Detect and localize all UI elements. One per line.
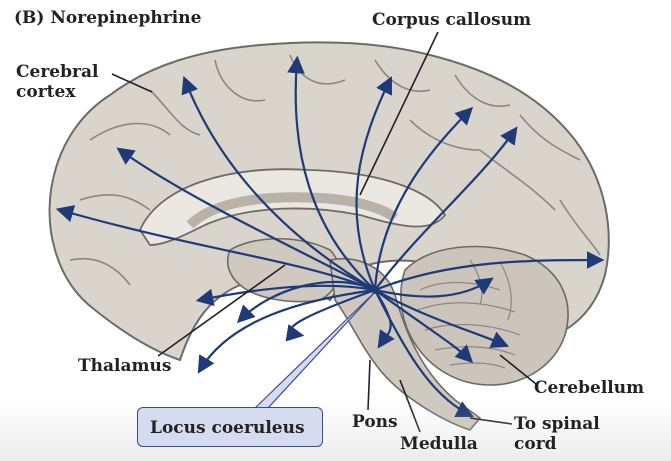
label-locus-coeruleus: Locus coeruleus bbox=[150, 418, 305, 438]
locus-pointer bbox=[253, 291, 376, 409]
label-to-spinal-cord: To spinal cord bbox=[514, 414, 600, 454]
gyri-lines bbox=[69, 54, 601, 286]
label-cerebral-cortex-line1: Cerebral bbox=[16, 62, 99, 82]
locus-coeruleus-box bbox=[137, 407, 323, 447]
np-pathways bbox=[55, 55, 605, 417]
cerebellum-shape bbox=[400, 245, 569, 386]
label-thalamus: Thalamus bbox=[78, 356, 172, 376]
label-to-spinal-cord-line2: cord bbox=[514, 434, 557, 454]
leader-lines bbox=[111, 31, 537, 433]
label-corpus-callosum: Corpus callosum bbox=[372, 10, 532, 30]
label-medulla: Medulla bbox=[400, 434, 478, 454]
footer-band bbox=[0, 400, 671, 461]
label-to-spinal-cord-line1: To spinal bbox=[514, 414, 600, 434]
locus-coeruleus-marker bbox=[371, 286, 379, 294]
figure-title: (B) Norepinephrine bbox=[14, 8, 202, 28]
label-pons: Pons bbox=[352, 412, 398, 432]
label-cerebral-cortex-line2: cortex bbox=[16, 82, 76, 102]
label-cerebral-cortex: Cerebral cortex bbox=[16, 62, 98, 102]
label-cerebellum: Cerebellum bbox=[534, 378, 645, 398]
